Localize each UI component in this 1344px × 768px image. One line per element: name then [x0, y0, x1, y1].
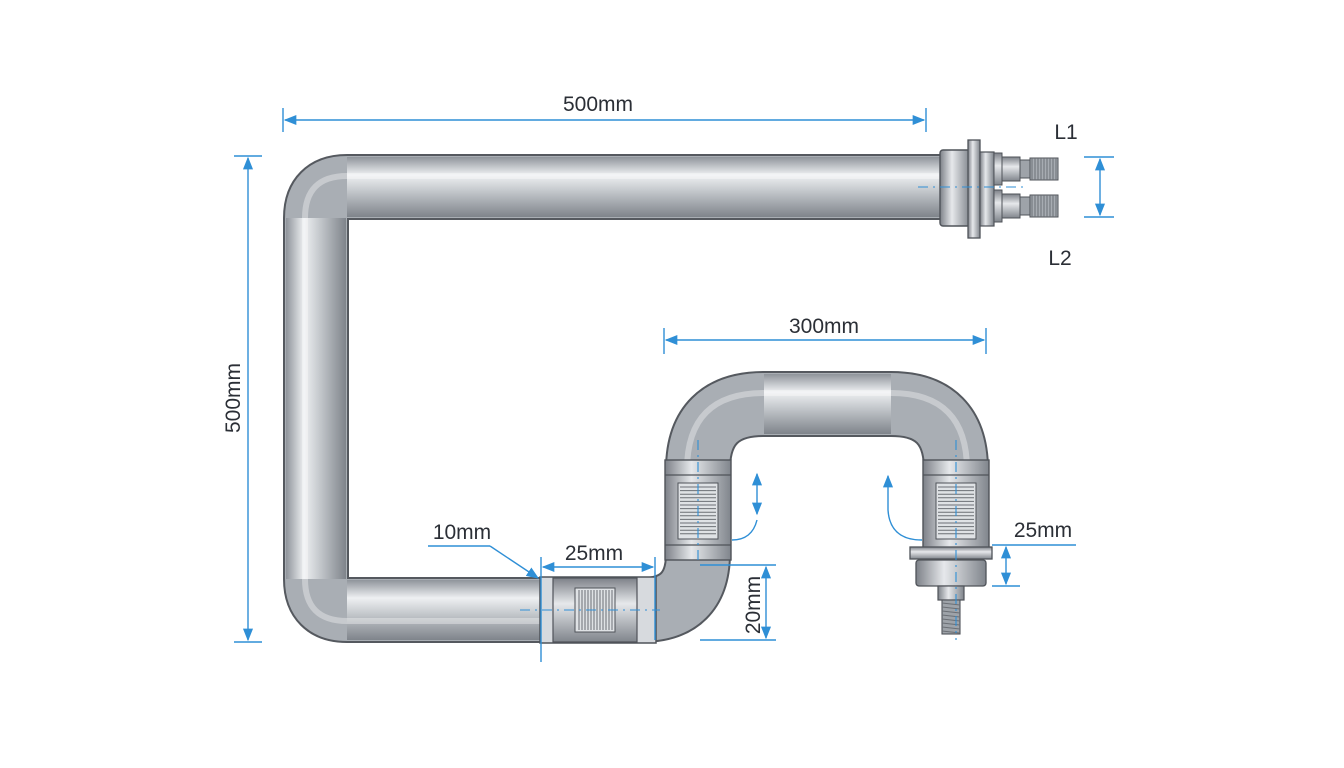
- wall-thickness-label: 10mm: [433, 521, 491, 544]
- coupling-length-label: 25mm: [565, 542, 623, 565]
- bottom-terminal-fitting: [909, 546, 993, 635]
- thread-line: [941, 602, 961, 606]
- right-fitting-label: 25mm: [1014, 519, 1072, 542]
- thread-line: [941, 622, 961, 626]
- bottom-drop-label: 20mm: [742, 576, 765, 634]
- left-riser-coupling: [664, 459, 732, 561]
- thread-line: [941, 618, 961, 622]
- terminal-l1-label: L1: [1054, 121, 1077, 144]
- thread-line: [941, 614, 961, 618]
- thread-line: [941, 626, 961, 630]
- left-height-label: 500mm: [222, 363, 245, 433]
- top-length-label: 500mm: [563, 93, 633, 116]
- dimension-lines: [234, 108, 1114, 662]
- thread-line: [941, 610, 961, 614]
- terminal-l2-label: L2: [1048, 247, 1071, 270]
- thread-line: [941, 606, 961, 610]
- mid-length-label: 300mm: [789, 315, 859, 338]
- thread-line: [941, 630, 961, 634]
- center-lines: [520, 186, 1025, 640]
- terminal-head: [939, 139, 1059, 239]
